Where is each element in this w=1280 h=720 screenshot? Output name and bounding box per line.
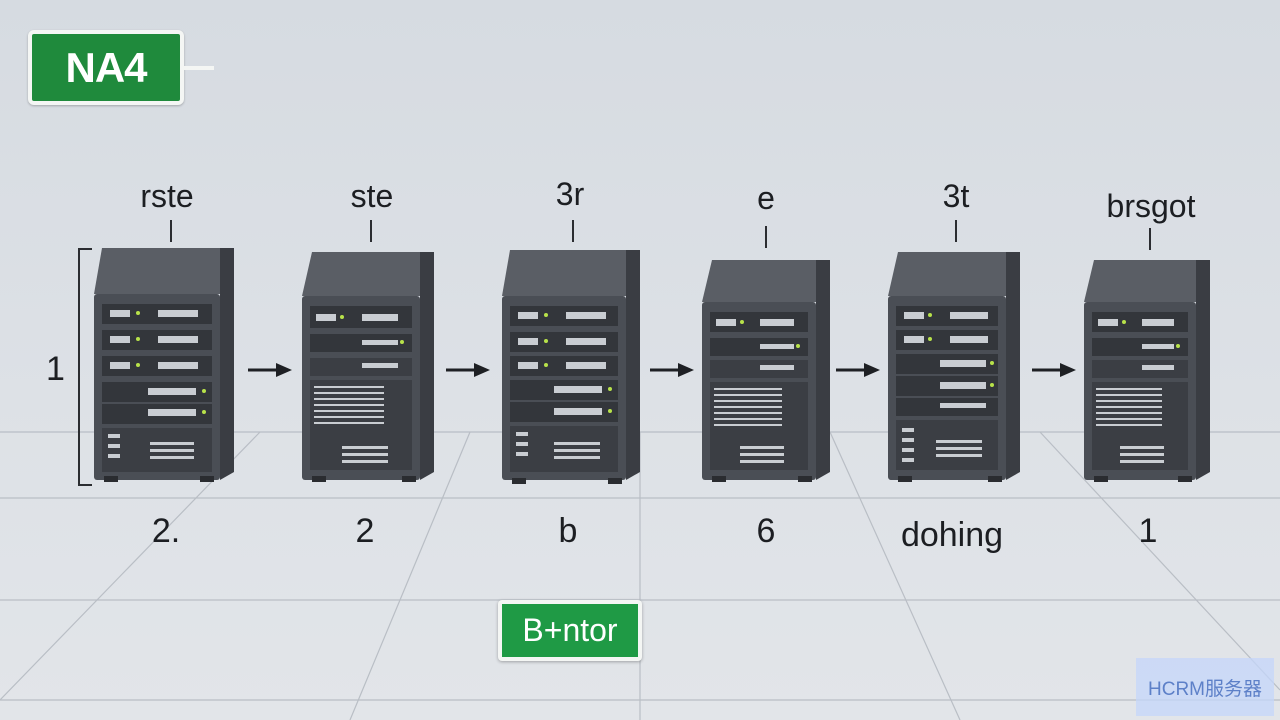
server-5-rack-icon: [888, 252, 1020, 482]
server-3-tick: [572, 220, 574, 242]
action-button[interactable]: B+ntor: [498, 600, 642, 661]
server-2-top-label: ste: [350, 178, 394, 214]
server-2-bottom-label: 2: [355, 512, 375, 550]
arrow-5-icon: [1032, 363, 1076, 377]
arrow-4-icon: [836, 363, 880, 377]
watermark-text: HCRM服务器: [1148, 678, 1262, 700]
brand-logo-line: [180, 66, 214, 70]
server-5-bottom-label: dohing: [900, 516, 1004, 554]
server-3-bottom-label: b: [558, 512, 578, 550]
server-4-tick: [765, 226, 767, 248]
group-bracket: [78, 248, 92, 486]
server-6-top-label: brsgot: [1106, 188, 1196, 224]
brand-logo-text: NA4: [65, 43, 147, 91]
server-3-top-label: 3r: [555, 176, 585, 212]
server-4-top-label: e: [757, 180, 775, 216]
server-5-top-label: 3t: [942, 178, 970, 214]
brand-logo: NA4: [28, 30, 184, 105]
group-label: 1: [46, 350, 65, 388]
server-6-rack-icon: [1084, 260, 1210, 482]
watermark: HCRM服务器: [1136, 658, 1274, 716]
server-2-tick: [370, 220, 372, 242]
arrow-2-icon: [446, 363, 490, 377]
action-button-label: B+ntor: [522, 612, 618, 648]
server-1-rack-icon: [94, 248, 234, 482]
server-1-bottom-label: 2.: [151, 512, 181, 550]
server-4-bottom-label: 6: [756, 512, 776, 550]
server-4-rack-icon: [702, 260, 830, 482]
server-3-rack-icon: [502, 250, 640, 484]
arrow-3-icon: [650, 363, 694, 377]
server-6-tick: [1149, 228, 1151, 250]
server-6-bottom-label: 1: [1138, 512, 1158, 550]
server-1-top-label: rste: [140, 178, 194, 214]
server-5-tick: [955, 220, 957, 242]
server-1-tick: [170, 220, 172, 242]
server-2-rack-icon: [302, 252, 434, 482]
arrow-1-icon: [248, 363, 292, 377]
